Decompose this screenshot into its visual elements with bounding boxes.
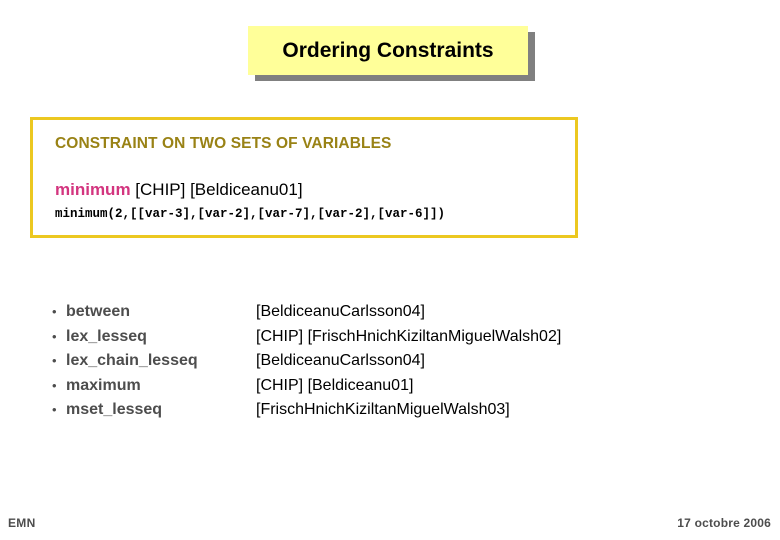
slide-title-banner: Ordering Constraints bbox=[248, 26, 535, 81]
list-item: • between [BeldiceanuCarlsson04] bbox=[52, 303, 752, 328]
constraint-references: [BeldiceanuCarlsson04] bbox=[256, 303, 425, 320]
constraint-highlight-box: CONSTRAINT ON TWO SETS OF VARIABLES mini… bbox=[30, 117, 578, 238]
list-item: • mset_lesseq [FrischHnichKiziltanMiguel… bbox=[52, 401, 752, 426]
bullet-icon: • bbox=[52, 377, 57, 393]
constraint-references: [FrischHnichKiziltanMiguelWalsh03] bbox=[256, 401, 510, 418]
constraint-name: maximum bbox=[66, 376, 141, 394]
bullet-icon: • bbox=[52, 328, 57, 344]
list-item: • lex_chain_lesseq [BeldiceanuCarlsson04… bbox=[52, 352, 752, 377]
footer-organization: EMN bbox=[8, 516, 36, 530]
list-item: • lex_lesseq [CHIP] [FrischHnichKiziltan… bbox=[52, 328, 752, 353]
bullet-icon: • bbox=[52, 304, 57, 319]
constraint-references: [CHIP] [Beldiceanu01] bbox=[256, 376, 414, 394]
constraint-name: mset_lesseq bbox=[66, 401, 163, 418]
page-title: Ordering Constraints bbox=[282, 38, 494, 62]
bullet-icon: • bbox=[52, 402, 57, 417]
section-heading: CONSTRAINT ON TWO SETS OF VARIABLES bbox=[55, 135, 392, 152]
example-constraint-references: [CHIP] [Beldiceanu01] bbox=[130, 180, 303, 199]
constraint-name: between bbox=[66, 303, 131, 320]
constraint-references: [BeldiceanuCarlsson04] bbox=[256, 352, 425, 369]
example-constraint-keyword: minimum bbox=[55, 180, 131, 199]
footer-date: 17 octobre 2006 bbox=[677, 516, 771, 530]
constraint-name: lex_lesseq bbox=[66, 327, 147, 345]
title-banner-plate: Ordering Constraints bbox=[248, 26, 528, 75]
example-constraint-title: minimum [CHIP] [Beldiceanu01] bbox=[55, 181, 303, 198]
bullet-icon: • bbox=[52, 353, 57, 368]
list-item: • maximum [CHIP] [Beldiceanu01] bbox=[52, 377, 752, 402]
constraint-name: lex_chain_lesseq bbox=[66, 352, 198, 369]
constraint-list: • between [BeldiceanuCarlsson04] • lex_l… bbox=[52, 303, 752, 426]
example-constraint-code: minimum(2,[[var-3],[var-2],[var-7],[var-… bbox=[55, 207, 446, 221]
constraint-references: [CHIP] [FrischHnichKiziltanMiguelWalsh02… bbox=[256, 327, 562, 345]
